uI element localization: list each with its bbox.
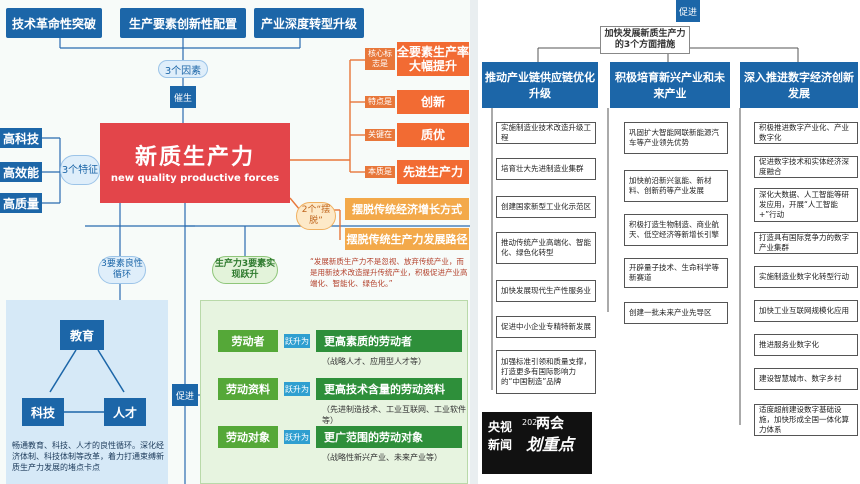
from-laborer: 劳动者 [218, 330, 278, 352]
measure-item: 推进服务业数字化 [754, 334, 858, 356]
measure-item: 实施制造业数字化转型行动 [754, 266, 858, 288]
breakaway-pill: 2个“摆脱” [296, 202, 336, 230]
leap-tag: 跃升为 [284, 430, 310, 444]
row-value-advanced: 先进生产力 [397, 160, 469, 184]
measures-title: 加快发展新质生产力的3个方面措施 [600, 26, 690, 54]
factor-box-production-factors: 生产要素创新性配置 [120, 8, 246, 38]
promote-side-label: 促进 [172, 384, 198, 406]
sub-labor-materials: （先进制造技术、工业互联网、工业软件等） [322, 405, 466, 425]
factor-label: 技术革命性突破 [11, 16, 96, 31]
measure-item: 巩固扩大智能网联新能源汽车等产业领先优势 [624, 122, 728, 154]
measure-item: 加快工业互联网规模化应用 [754, 300, 858, 322]
measure-item: 建设智慧城市、数字乡村 [754, 368, 858, 390]
from-labor-objects: 劳动对象 [218, 426, 278, 448]
features-pill: 3个特征 [60, 155, 100, 185]
measure-item: 促进中小企业专精特新发展 [496, 316, 596, 338]
measure-item: 加快发展现代生产性服务业 [496, 280, 596, 302]
measure-item: 积极推进数字产业化、产业数字化 [754, 122, 858, 144]
feature-high-efficiency: 高效能 [0, 162, 42, 182]
cycle-description: 畅通教育、科技、人才的良性循环。深化经济体制、科技体制等改革，着力打通束缚新质生… [12, 441, 164, 472]
measure-item: 创建一批未来产业先导区 [624, 302, 728, 324]
factors-pill: 3个因素 [158, 60, 208, 78]
three-elements-pill: 3要素良性循环 [98, 256, 146, 284]
measure-item: 开辟量子技术、生命科学等新赛道 [624, 258, 728, 288]
leap-tag: 跃升为 [284, 382, 310, 396]
measure-item: 适度超前建设数字基础设施，加快形成全国一体化算力体系 [754, 404, 858, 436]
measure-item: 促进数字技术和实体经济深度融合 [754, 156, 858, 178]
breakaway-item-growth: 摆脱传统经济增长方式 [345, 198, 469, 220]
logo-year: 2024 [522, 418, 543, 427]
logo-line: 新闻 [488, 438, 513, 452]
breakaway-item-path: 摆脱传统生产力发展路径 [345, 228, 469, 250]
feature-high-tech: 高科技 [0, 128, 42, 148]
row-value-core: 全要素生产率大幅提升 [397, 42, 469, 76]
row-label-feature: 特点是 [365, 96, 395, 108]
row-value-innovation: 创新 [397, 90, 469, 114]
row-value-quality: 质优 [397, 123, 469, 147]
center-title: 新质生产力 [134, 145, 255, 170]
measure-item: 加强标准引领和质量支撑，打造更多有国际影响力的“中国制造”品牌 [496, 350, 596, 394]
sub-laborer: （战略人才、应用型人才等） [322, 357, 426, 366]
column-header-emerging-industries: 积极培育新兴产业和未来产业 [610, 62, 730, 108]
node-talent: 人才 [104, 398, 146, 426]
row-label-core: 核心标志是 [365, 48, 395, 70]
cctv-news-logo: 央视 新闻 2024 两会 划重点 [482, 412, 592, 474]
to-laborer: 更高素质的劳动者 [316, 330, 462, 352]
factor-label: 生产要素创新性配置 [128, 16, 237, 31]
panel-divider [470, 0, 478, 484]
productivity-pill: 生产力3要素实现跃升 [212, 256, 278, 284]
measure-item: 积极打造生物制造、商业航天、低空经济等新增长引擎 [624, 214, 728, 246]
logo-line: 划重点 [526, 435, 575, 454]
from-labor-materials: 劳动资料 [218, 378, 278, 400]
column-header-supply-chain: 推动产业链供应链优化升级 [482, 62, 598, 108]
to-labor-objects: 更广范围的劳动对象 [316, 426, 462, 448]
to-labor-materials: 更高技术含量的劳动资料 [316, 378, 462, 400]
measure-item: 打造具有国际竞争力的数字产业集群 [754, 232, 858, 254]
row-label-essence: 本质是 [365, 166, 395, 178]
cycle-arrows [49, 349, 125, 413]
promote-top-label: 促进 [676, 0, 700, 22]
center-node: 新质生产力 new quality productive forces [100, 123, 290, 203]
column-header-digital-economy: 深入推进数字经济创新发展 [740, 62, 858, 108]
factor-box-industry-upgrade: 产业深度转型升级 [254, 8, 364, 38]
measure-item: 创建国家新型工业化示范区 [496, 196, 596, 218]
measure-item: 加快前沿新兴氢能、新材料、创新药等产业发展 [624, 170, 728, 202]
row-label-key: 关键在 [365, 129, 395, 141]
measure-item: 深化大数据、人工智能等研发应用，开展“人工智能+”行动 [754, 188, 858, 222]
measure-item: 实施制造业技术改造升级工程 [496, 122, 596, 144]
logo-line: 央视 [488, 420, 513, 434]
center-subtitle: new quality productive forces [110, 173, 280, 184]
note-text: “发展新质生产力不是忽视、放弃传统产业，而是用新技术改造提升传统产业，积极促进产… [310, 257, 468, 288]
sub-labor-objects: （战略性新兴产业、未来产业等） [322, 453, 442, 462]
factor-box-tech-revolution: 技术革命性突破 [6, 8, 102, 38]
factor-label: 产业深度转型升级 [260, 16, 357, 31]
logo-line: 两会 [536, 416, 564, 432]
node-education: 教育 [60, 320, 104, 350]
measure-item: 培育壮大先进制造业集群 [496, 158, 596, 180]
feature-high-quality: 高质量 [0, 193, 42, 213]
leap-tag: 跃升为 [284, 334, 310, 348]
measure-item: 推动传统产业高端化、智能化、绿色化转型 [496, 232, 596, 264]
node-technology: 科技 [22, 398, 64, 426]
promote-label: 催生 [170, 86, 196, 108]
